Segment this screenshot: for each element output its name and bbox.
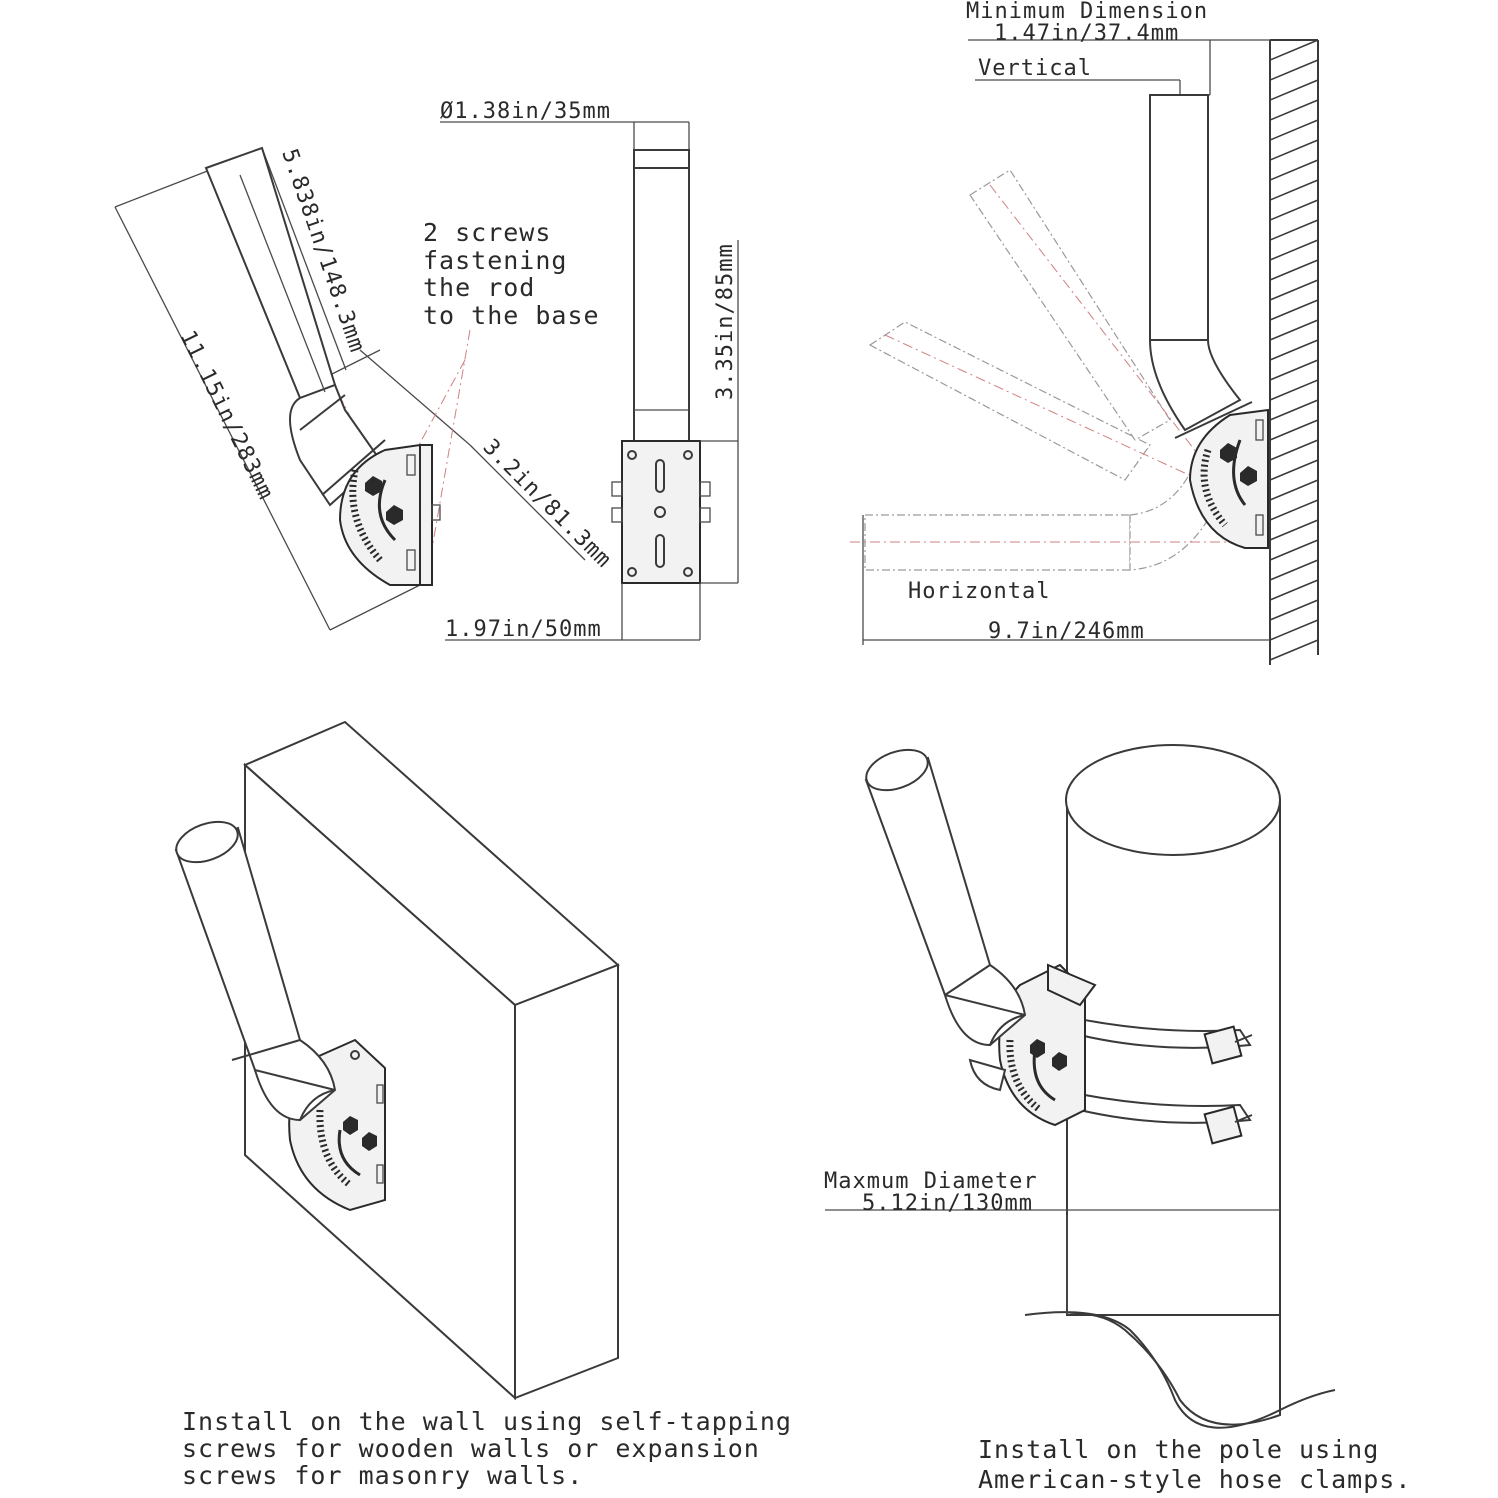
diameter-label: Ø1.38in/35mm <box>440 99 611 124</box>
hex-bolt-icon <box>1220 443 1237 463</box>
hex-bolt-icon <box>343 1116 358 1135</box>
wall-block-side <box>514 963 619 1400</box>
wall-caption-line2: screws for wooden walls or expansion <box>182 1434 760 1463</box>
wall-caption-line1: Install on the wall using self-tapping <box>182 1407 792 1436</box>
hex-bolt-icon <box>1030 1039 1045 1058</box>
screws-note-line4: to the base <box>423 301 600 330</box>
wall-caption-line3: screws for masonry walls. <box>182 1461 583 1490</box>
angled-position-ghost-2 <box>969 169 1171 441</box>
vertical-position-pipe <box>1149 94 1209 341</box>
hose-clamp-lower <box>1059 1088 1252 1124</box>
max-diameter-value: 5.12in/130mm <box>862 1191 1033 1216</box>
base-offset-label: 3.2in/81.3mm <box>478 435 617 574</box>
hex-bolt-icon <box>386 505 403 525</box>
max-diameter-title: Maxmum Diameter <box>824 1169 1038 1194</box>
wall-hatching <box>1269 39 1319 661</box>
pole-install-illustration <box>825 744 1336 1429</box>
pole-caption-line1: Install on the pole using <box>978 1435 1379 1464</box>
adjustment-range-view <box>850 39 1319 665</box>
overall-length-label: 11.15in/283mm <box>175 327 279 504</box>
pole-top <box>1065 744 1281 856</box>
hex-bolt-icon <box>1052 1052 1067 1071</box>
base-width-label: 1.97in/50mm <box>445 617 602 642</box>
screws-note-line3: the rod <box>423 273 535 302</box>
bracket-plate-range <box>1188 408 1269 549</box>
hose-clamp-upper <box>1059 1013 1252 1049</box>
pole-body <box>1066 799 1281 1316</box>
hex-bolt-icon <box>1240 466 1257 486</box>
hex-bolt-icon <box>365 476 382 496</box>
angled-position-ghost-1 <box>868 321 1151 481</box>
horizontal-label: Horizontal <box>908 579 1050 604</box>
pole-caption-line2: American-style hose clamps. <box>978 1465 1411 1494</box>
wall-install-illustration <box>174 720 620 1401</box>
vertical-label: Vertical <box>978 56 1092 81</box>
horizontal-reach-label: 9.7in/246mm <box>988 619 1145 644</box>
min-dimension-value: 1.47in/37.4mm <box>994 21 1179 46</box>
hex-bolt-icon <box>362 1132 377 1151</box>
tilted-mast-pipe <box>204 146 337 400</box>
side-view-dimensioned <box>114 121 739 641</box>
screws-note-line1: 2 screws <box>423 218 551 247</box>
vertical-mast-pipe <box>633 149 690 446</box>
screws-note-line2: fastening <box>423 246 567 275</box>
base-height-label: 3.35in/85mm <box>713 243 738 400</box>
min-dimension-title: Minimum Dimension <box>966 0 1208 24</box>
pole-mast-pipe <box>864 756 1027 1047</box>
bracket-base-front <box>621 440 701 584</box>
